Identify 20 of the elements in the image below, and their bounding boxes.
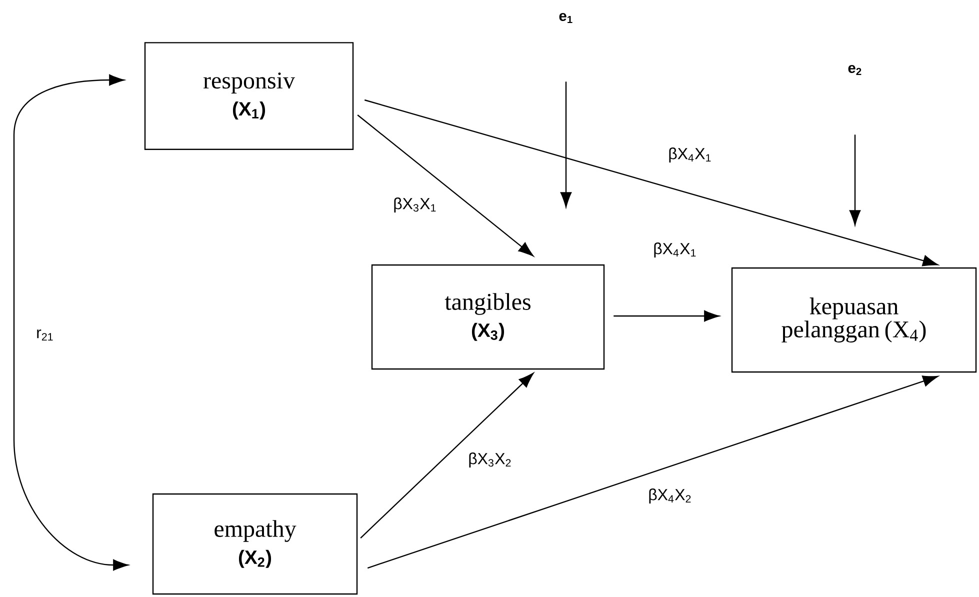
edge-label: βX$_{4}$X$_{1}$ xyxy=(669,148,711,162)
arrow xyxy=(560,82,572,208)
process-box: kepuasan pelanggan (X$_{4}$) xyxy=(731,267,977,373)
double-headed-arrow xyxy=(13,74,128,571)
edge-label: βX$_{4}$X$_{1}$ xyxy=(654,242,696,258)
arrow xyxy=(367,376,938,569)
error-label: e$_{2}$ xyxy=(848,64,862,76)
process-box: responsiv (X$_{1}$) xyxy=(144,42,354,150)
edge-label: βX$_{4}$X$_{2}$ xyxy=(649,488,691,504)
edge-label: r$_{21}$ xyxy=(37,330,53,340)
error-label: e$_{1}$ xyxy=(559,12,572,24)
process-box: tangibles (X$_{3}$) xyxy=(371,264,605,370)
process-box: empathy (X$_{2}$) xyxy=(152,493,358,595)
arrow xyxy=(614,310,720,322)
arrow xyxy=(357,114,534,256)
edge-label: βX$_{3}$X$_{2}$ xyxy=(469,452,511,468)
arrow xyxy=(849,134,861,226)
arrow xyxy=(360,372,534,538)
arrow xyxy=(364,99,938,266)
edge-label: βX$_{3}$X$_{1}$ xyxy=(394,198,436,212)
